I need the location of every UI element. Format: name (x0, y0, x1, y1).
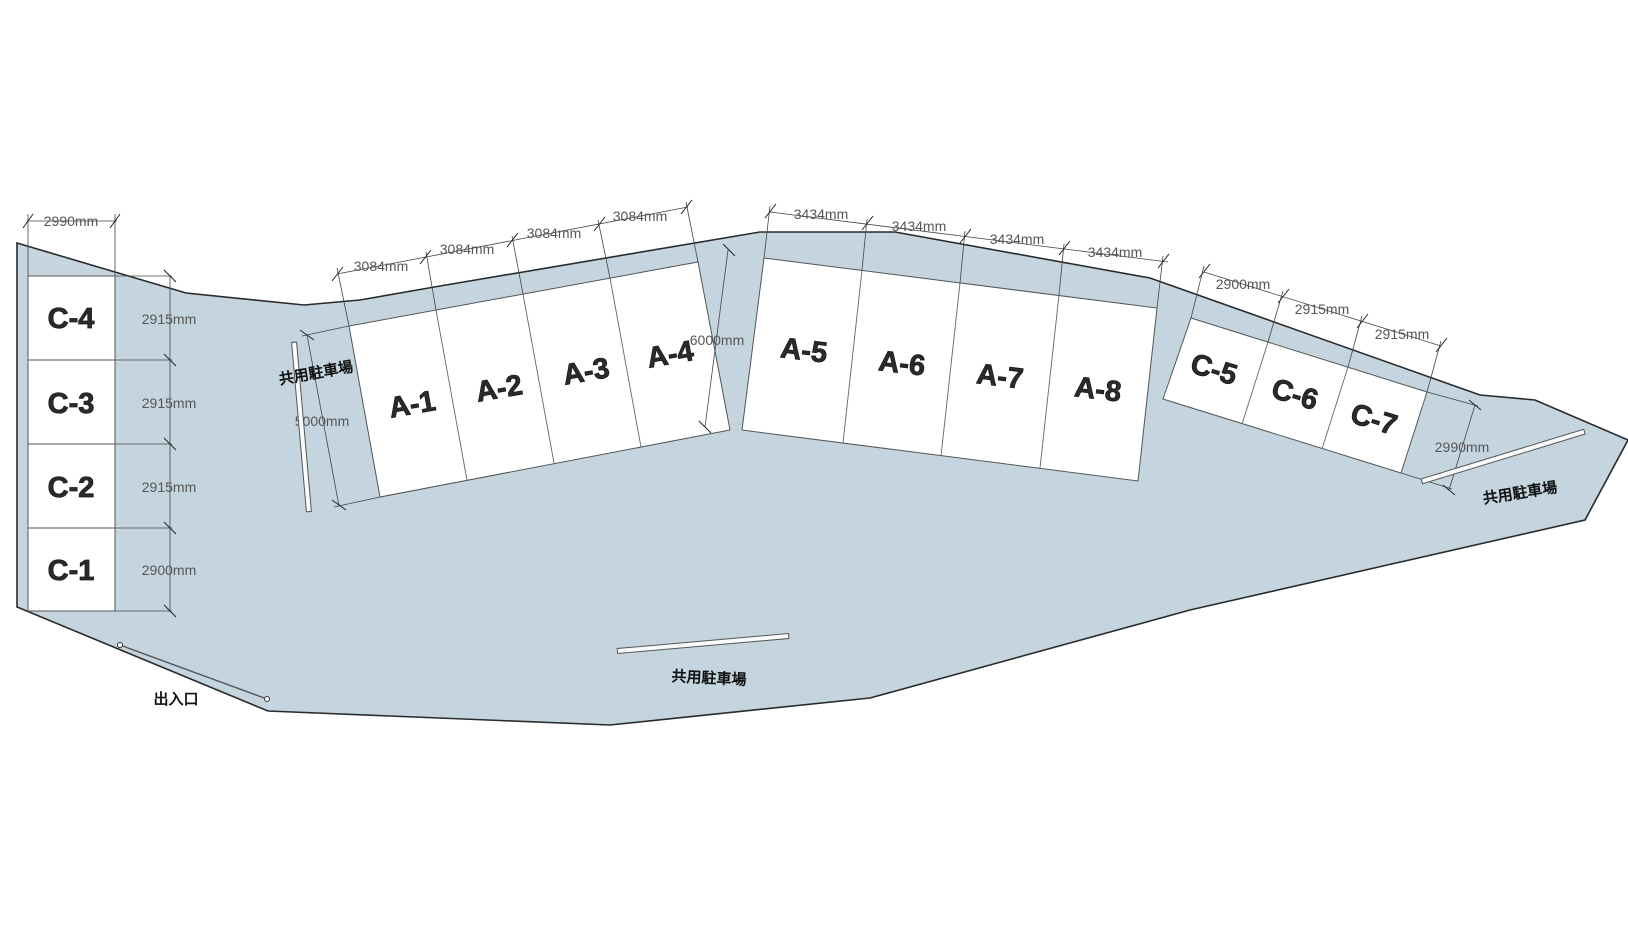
space-label-a6: A-6 (877, 345, 927, 382)
right-c-spaces: C-5 C-6 C-7 (1162, 317, 1428, 474)
dim-c1-depth: 2900mm (142, 562, 196, 578)
left-dimensions: 2990mm 2915mm 2915mm 2915mm 2900mm (22, 213, 196, 618)
dim-a5-width: 3434mm (794, 206, 848, 222)
space-label-c3: C-3 (48, 388, 95, 420)
space-a7[interactable]: A-7 (974, 358, 1025, 396)
a-left-dimensions: 3084mm 3084mm 3084mm 3084mm 5000mm 6000m… (295, 199, 744, 511)
dim-a6-width: 3434mm (892, 218, 946, 234)
dim-c2-depth: 2915mm (142, 479, 196, 495)
dim-a-left-depth: 5000mm (295, 413, 349, 429)
dim-a-mid-depth: 6000mm (690, 332, 744, 348)
dim-a1-width: 3084mm (354, 258, 408, 274)
barrier-bottom (616, 632, 790, 655)
space-a6[interactable]: A-6 (876, 345, 927, 383)
spaces-a5-a8 (741, 257, 1158, 482)
a-right-dimensions: 3434mm 3434mm 3434mm 3434mm (763, 203, 1170, 309)
c-right-dimensions: 2900mm 2915mm 2915mm 2990mm (1190, 263, 1489, 496)
space-c1[interactable] (27, 527, 116, 612)
space-label-c1: C-1 (48, 555, 95, 587)
space-c2[interactable] (27, 443, 116, 529)
dim-c4-depth: 2915mm (142, 311, 196, 327)
dim-c5-width: 2900mm (1216, 276, 1270, 292)
space-label-a3: A-3 (560, 352, 612, 392)
space-a3[interactable]: A-3 (560, 352, 612, 392)
a-block-right: A-5 A-6 A-7 A-8 (741, 257, 1158, 482)
left-c-spaces: C-4 C-3 C-2 C-1 (27, 275, 116, 612)
space-label-a1: A-1 (386, 385, 438, 425)
space-label-c2: C-2 (48, 472, 95, 504)
space-label-a5: A-5 (779, 332, 829, 369)
entrance-gate (117, 642, 270, 702)
dim-a4-width: 3084mm (613, 208, 667, 224)
shared-parking-label-bottom: 共用駐車場 (671, 667, 747, 689)
spaces-a1-a4 (348, 261, 731, 498)
dim-c3-depth: 2915mm (142, 395, 196, 411)
barrier-right (1420, 428, 1586, 485)
space-c4[interactable] (27, 275, 116, 361)
space-label-a7: A-7 (975, 358, 1025, 395)
barrier-left (291, 341, 312, 513)
dim-c6-width: 2915mm (1295, 301, 1349, 317)
dim-a8-width: 3434mm (1088, 244, 1142, 260)
dim-c-right-depth: 2990mm (1435, 439, 1489, 455)
space-label-a8: A-8 (1073, 371, 1123, 408)
dim-a3-width: 3084mm (527, 225, 581, 241)
space-a1[interactable]: A-1 (386, 385, 438, 425)
dim-a7-width: 3434mm (990, 231, 1044, 247)
space-label-c4: C-4 (48, 303, 95, 335)
a-block-left: A-1 A-2 A-3 A-4 (348, 261, 731, 498)
entrance-label: 出入口 (153, 690, 198, 708)
dim-c7-width: 2915mm (1375, 326, 1429, 342)
dim-a2-width: 3084mm (440, 241, 494, 257)
space-a5[interactable]: A-5 (778, 332, 829, 370)
dim-left-width: 2990mm (44, 213, 98, 229)
space-a8[interactable]: A-8 (1072, 371, 1123, 409)
